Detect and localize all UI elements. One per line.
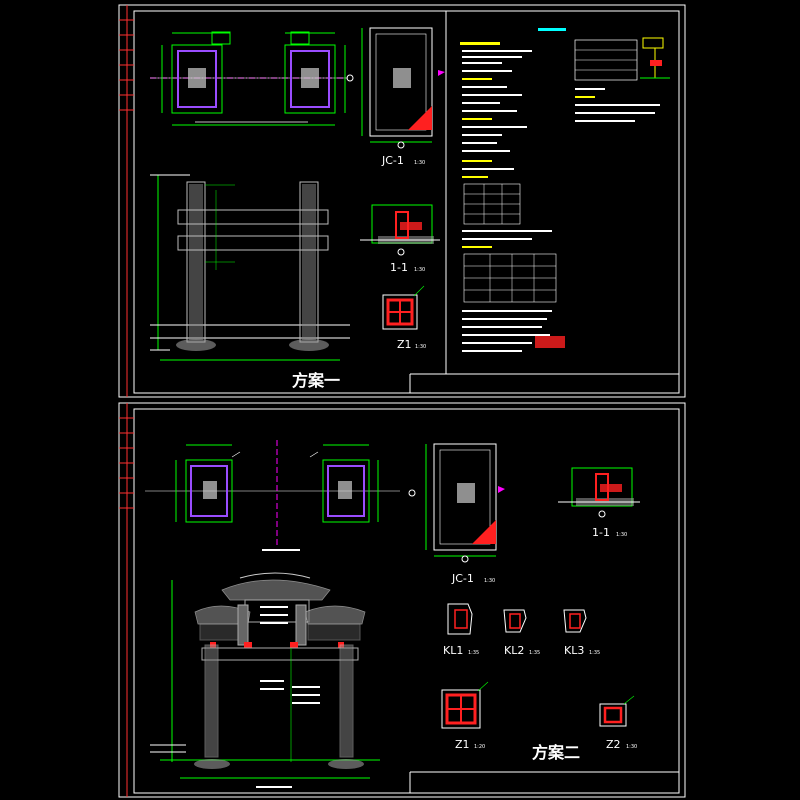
sheet-2-scheme-title: 方案二 — [532, 743, 580, 762]
sheet-2-title-block — [409, 771, 679, 793]
sheet-2-section-scale: 1:30 — [616, 532, 627, 538]
sheet-2-elevation — [150, 572, 380, 788]
sheet-2-foundation-plan — [145, 440, 416, 551]
sheet-1-scheme-title: 方案一 — [292, 371, 340, 390]
sheet-2-jc1-label: JC-1 — [451, 572, 474, 585]
sheet-1-section-scale: 1:30 — [414, 267, 425, 273]
sheet-1-jc1-detail — [361, 27, 445, 149]
sheet-1-elevation — [150, 174, 350, 361]
sheet-2-section-label: 1-1 — [592, 526, 610, 539]
sheet-2-z1-section — [441, 681, 489, 729]
sheet-1-inner-frame — [133, 10, 680, 394]
sheet-1-z1-section — [382, 285, 425, 330]
sheet-1-z1-label: Z1 — [397, 338, 412, 351]
sheet-1-foundation-plan — [150, 31, 354, 126]
sheet-1: JC-1 1:30 1-1 1:30 Z1 1:30 — [118, 4, 686, 398]
sheet-2-kl-sections — [447, 603, 587, 635]
sheet-1-design-notes — [460, 28, 670, 352]
sheet-2-revision-strip — [119, 403, 134, 797]
sheet-1-jc1-label: JC-1 — [381, 154, 404, 167]
sheet-1-revision-strip — [119, 5, 134, 397]
sheet-2-kl2-scale: 1:35 — [529, 650, 540, 656]
sheet-2-kl2-label: KL2 — [504, 644, 524, 657]
sheet-2-kl3-label: KL3 — [564, 644, 584, 657]
sheet-2-kl3-scale: 1:35 — [589, 650, 600, 656]
sheet-2-jc1-scale: 1:30 — [484, 578, 495, 584]
sheet-1-z1-scale: 1:30 — [415, 344, 426, 350]
sheet-1-section-label: 1-1 — [390, 261, 408, 274]
sheet-2-z1-scale: 1:20 — [474, 744, 485, 750]
sheet-1-title-block — [409, 373, 679, 393]
sheet-2-inner-frame — [133, 408, 680, 794]
sheet-2-section-1-1 — [558, 467, 640, 518]
sheet-2-kl1-scale: 1:35 — [468, 650, 479, 656]
sheet-2-z2-scale: 1:30 — [626, 744, 637, 750]
sheet-2: JC-1 1:30 1-1 1:30 KL1 1:35 KL2 1:35 KL3… — [118, 402, 686, 798]
sheet-2-jc1-detail — [425, 443, 505, 563]
sheet-2-z1-label: Z1 — [455, 738, 470, 751]
sheet-1-jc1-scale: 1:30 — [414, 160, 425, 166]
sheet-1-outer-frame — [118, 4, 686, 398]
sheet-2-outer-frame — [118, 402, 686, 798]
sheet-2-z2-section — [599, 695, 635, 727]
sheet-2-z2-label: Z2 — [606, 738, 621, 751]
sheet-2-kl1-label: KL1 — [443, 644, 463, 657]
sheet-1-section-1-1 — [360, 204, 440, 256]
